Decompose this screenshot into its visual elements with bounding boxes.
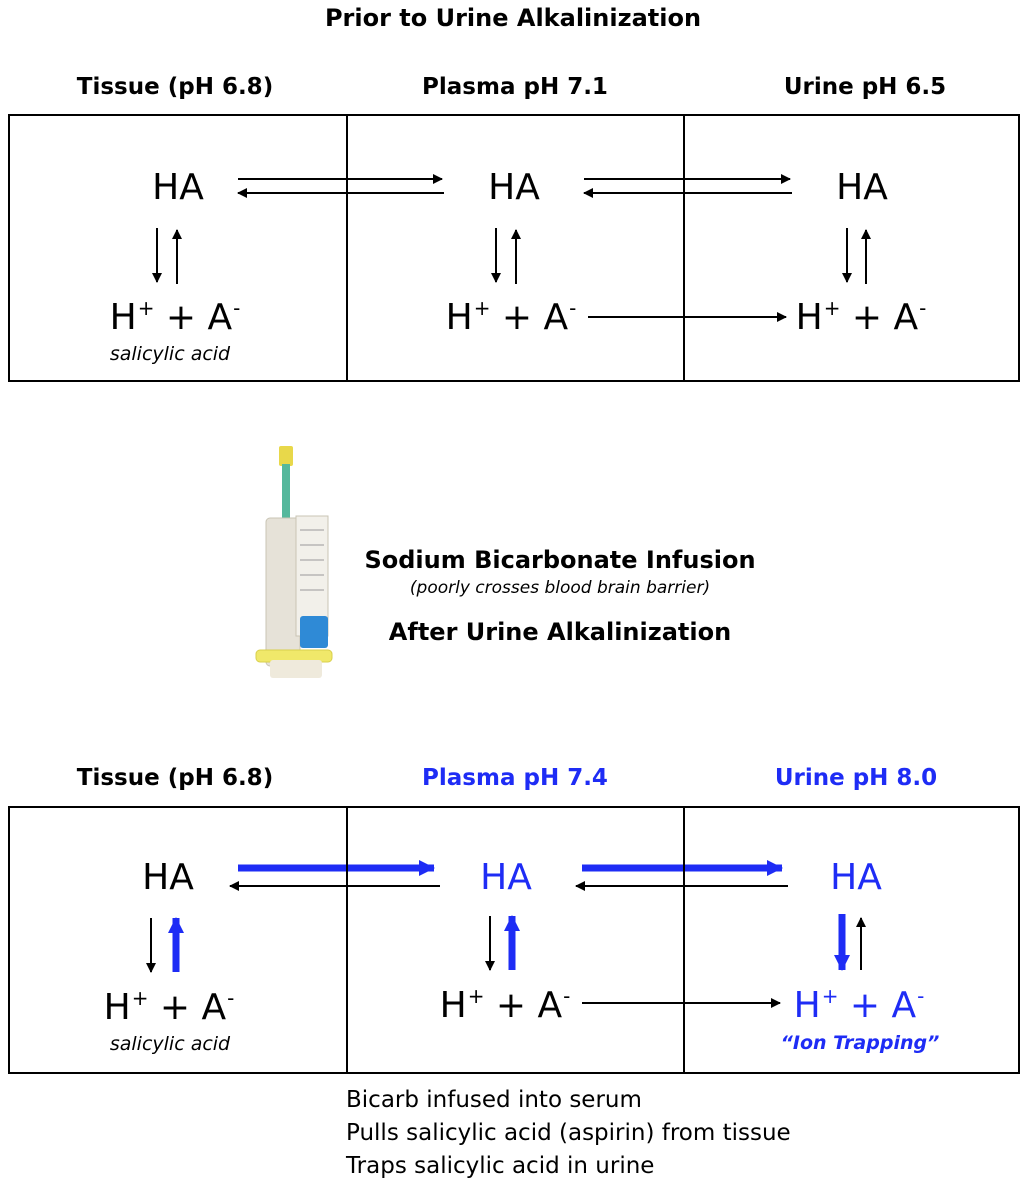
column-header-plasma: Plasma pH 7.4: [422, 765, 608, 791]
ha-urine: HA: [836, 167, 888, 208]
infusion-title: Sodium Bicarbonate Infusion: [364, 546, 756, 574]
ha-plasma: HA: [480, 857, 532, 898]
ha-urine: HA: [830, 857, 882, 898]
note-salicylic-acid: salicylic acid: [109, 343, 231, 365]
ion-pair-tissue: H+ + A-: [103, 986, 235, 1028]
compartment-panel-after: [8, 806, 1020, 1074]
section-title-before: Prior to Urine Alkalinization: [324, 4, 702, 32]
infusion-subtitle: (poorly crosses blood brain barrier): [409, 578, 711, 598]
ha-plasma: HA: [488, 167, 540, 208]
compartment-panel-before: [8, 114, 1020, 382]
summary-line: Pulls salicylic acid (aspirin) from tiss…: [346, 1120, 791, 1146]
ion-pair-urine: H+ + A-: [795, 296, 927, 338]
ion-pair-plasma: H+ + A-: [445, 296, 577, 338]
syringe-icon: [255, 446, 333, 678]
column-header-urine: Urine pH 6.5: [783, 74, 947, 100]
column-header-plasma: Plasma pH 7.1: [422, 74, 608, 100]
compartment-divider: [683, 808, 685, 1072]
summary-line: Bicarb infused into serum: [346, 1087, 642, 1113]
summary-list: Bicarb infused into serum Pulls salicyli…: [346, 1084, 791, 1183]
compartment-divider: [346, 116, 348, 380]
ion-pair-urine: H+ + A-: [793, 984, 925, 1026]
note-salicylic-acid: salicylic acid: [109, 1033, 231, 1055]
column-header-tissue: Tissue (pH 6.8): [76, 765, 274, 791]
ion-pair-tissue: H+ + A-: [109, 296, 241, 338]
section-title-after: After Urine Alkalinization: [388, 618, 732, 646]
ion-pair-plasma: H+ + A-: [439, 984, 571, 1026]
compartment-divider: [683, 116, 685, 380]
column-header-urine: Urine pH 8.0: [774, 765, 938, 791]
ha-tissue: HA: [142, 857, 194, 898]
note-ion-trapping: “Ion Trapping”: [780, 1032, 940, 1054]
column-header-tissue: Tissue (pH 6.8): [76, 74, 274, 100]
ha-tissue: HA: [152, 167, 204, 208]
summary-line: Traps salicylic acid in urine: [346, 1153, 655, 1179]
compartment-divider: [346, 808, 348, 1072]
